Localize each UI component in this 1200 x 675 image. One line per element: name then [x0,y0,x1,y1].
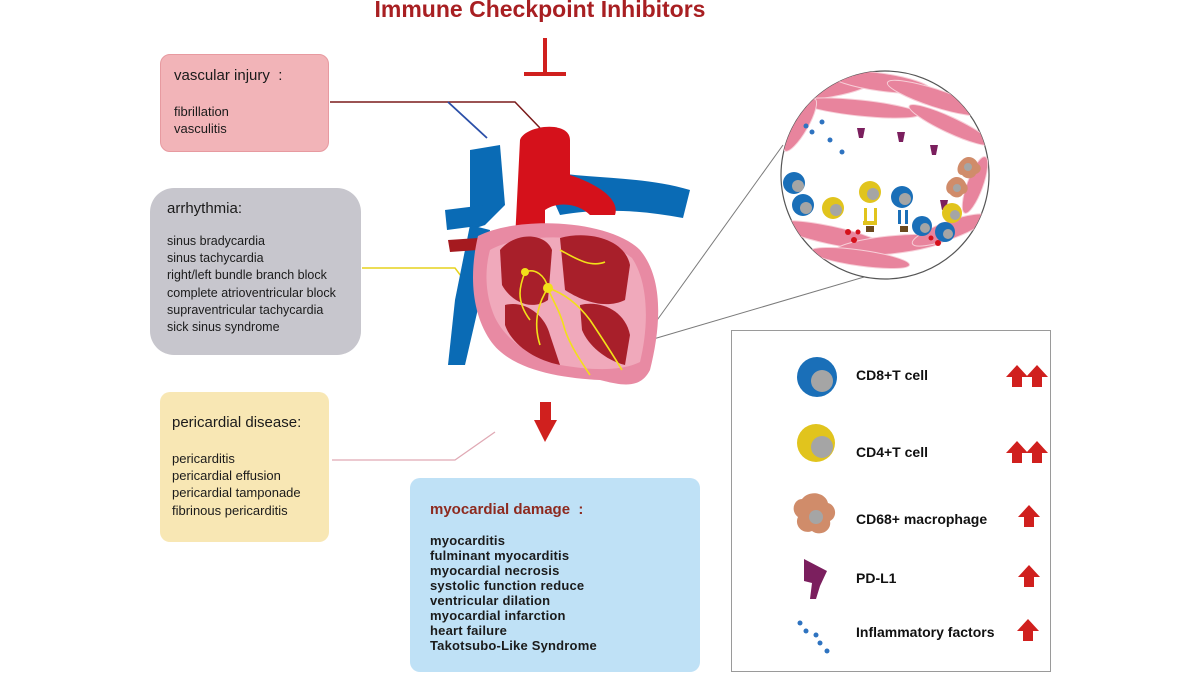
cd8-t-cell-icon [797,357,837,397]
up-arrow-icon [1018,565,1040,587]
list-item: myocarditis [430,533,506,548]
macrophage-icon [793,493,836,534]
vascular-injury-box: vascular injury : fibrillation vasculiti… [160,54,329,152]
list-item: fulminant myocarditis [430,548,570,563]
inhibition-symbol-icon [524,38,566,76]
list-item: heart failure [430,623,508,638]
myocardial-damage-list: myocarditis fulminant myocarditis myocar… [430,533,597,653]
pericardial-disease-list: pericarditis pericardial effusion perica… [172,450,301,519]
list-item: pericardial effusion [172,468,281,484]
legend-icons [793,357,1048,654]
list-item: sinus tachycardia [167,251,264,266]
list-item: myocardial necrosis [430,563,560,578]
legend-label-cd4: CD4+T cell [856,444,928,460]
list-item: pericarditis [172,451,235,466]
vascular-injury-heading: vascular injury : [174,67,283,84]
connector-lines [330,101,906,461]
pericardial-disease-box: pericardial disease: pericarditis perica… [160,392,329,542]
pericardial-disease-heading: pericardial disease: [172,414,302,431]
list-item: myocardial infarction [430,608,566,623]
up-arrow-icon [1006,365,1048,387]
up-arrow-icon [1006,441,1048,463]
myocardial-damage-box: myocardial damage : myocarditis fulminan… [410,478,700,672]
arrhythmia-list: sinus bradycardia sinus tachycardia righ… [167,233,336,336]
legend-label-macrophage: CD68+ macrophage [856,511,988,527]
arrhythmia-heading: arrhythmia: [167,200,243,217]
legend-label-cd8: CD8+T cell [856,367,928,383]
list-item: vasculitis [174,121,227,137]
list-item: ventricular dilation [430,593,551,608]
down-arrow-icon [534,402,557,442]
list-item: pericardial tamponade [172,485,301,501]
list-item: fibrinous pericarditis [172,502,288,518]
list-item: systolic function reduce [430,578,585,593]
arrhythmia-box: arrhythmia: sinus bradycardia sinus tach… [150,188,361,355]
list-item: supraventricular tachycardia [167,302,324,317]
pd-l1-icon [804,559,827,599]
list-item: fibrillation [174,104,229,119]
list-item: complete atrioventricular block [167,285,336,300]
list-item: Takotsubo-Like Syndrome [430,638,597,653]
cd4-t-cell-icon [797,424,835,462]
page-title: Immune Checkpoint Inhibitors [374,0,706,22]
inflammatory-factors-icon [797,620,830,654]
legend-label-pd-l1: PD-L1 [856,570,897,586]
legend-label-inflammatory-factors: Inflammatory factors [856,624,995,640]
tissue-zoom-circle [780,70,990,280]
list-item: right/left bundle branch block [167,268,327,283]
list-item: sick sinus syndrome [167,320,280,335]
list-item: sinus bradycardia [167,234,265,248]
vascular-injury-list: fibrillation vasculitis [174,103,229,137]
heart-icon [445,126,690,385]
myocardial-damage-heading: myocardial damage : [430,501,584,518]
up-arrow-icon [1017,619,1039,641]
up-arrow-icon [1018,505,1040,527]
legend-box: CD8+T cell CD4+T cell CD68+ macrophage P… [731,330,1051,672]
